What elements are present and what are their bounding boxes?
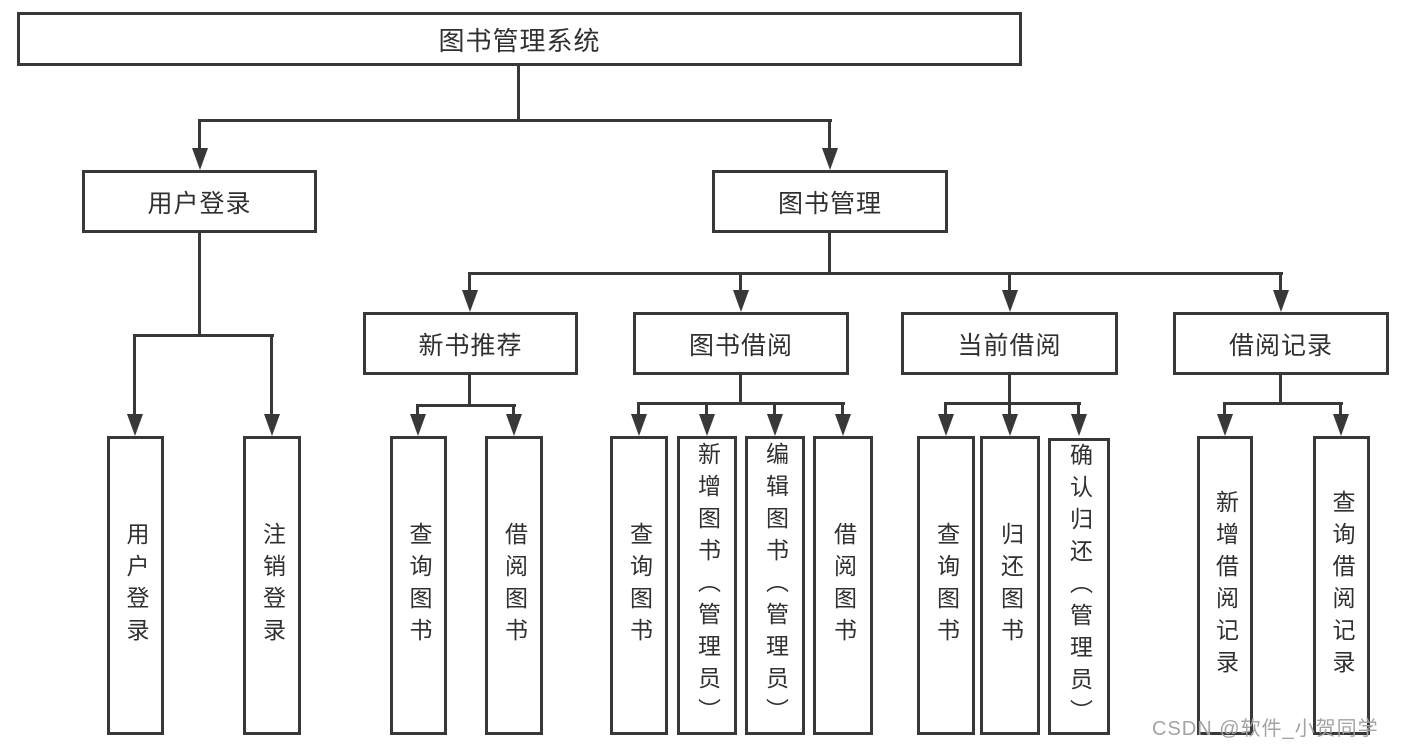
node-user-login: 用户登录	[82, 170, 317, 233]
leaf-label: 查询图书	[406, 521, 432, 650]
connector-line	[416, 404, 516, 407]
arrowhead-icon	[699, 414, 715, 436]
connector-line	[739, 375, 742, 405]
arrowhead-icon	[767, 414, 783, 436]
node-borrow-records: 借阅记录	[1173, 312, 1389, 375]
leaf-label: 借阅图书	[830, 521, 857, 650]
node-book-management: 图书管理	[712, 170, 948, 233]
arrowhead-icon	[410, 414, 426, 436]
connector-line	[468, 272, 471, 292]
leaf-borrow-books-1: 借阅图书	[485, 436, 543, 735]
connector-line	[1223, 402, 1343, 405]
connector-line	[468, 375, 471, 407]
connector-line	[1077, 402, 1080, 416]
leaf-label: 注销登录	[259, 521, 286, 650]
connector-line	[1008, 375, 1011, 405]
connector-line	[739, 272, 742, 292]
arrowhead-icon	[1002, 414, 1018, 436]
connector-line	[1223, 402, 1226, 416]
connector-line	[944, 402, 1081, 405]
leaf-label: 用户登录	[123, 521, 149, 650]
leaf-label: 新增借阅记录	[1212, 489, 1239, 682]
connector-line	[512, 404, 515, 416]
leaf-query-books-2: 查询图书	[610, 436, 668, 735]
arrowhead-icon	[1273, 290, 1289, 312]
leaf-query-books-3: 查询图书	[917, 436, 975, 735]
leaf-label: 新增图书（管理员）	[694, 441, 721, 730]
connector-line	[828, 119, 831, 152]
node-book-borrow: 图书借阅	[633, 312, 849, 375]
leaf-label: 编辑图书（管理员）	[762, 441, 789, 730]
connector-line	[1279, 272, 1282, 292]
connector-line	[841, 402, 844, 416]
node-label: 借阅记录	[1228, 331, 1333, 360]
connector-line	[198, 119, 201, 152]
leaf-label: 归还图书	[997, 521, 1024, 650]
connector-line	[1339, 402, 1342, 416]
connector-line	[944, 402, 947, 416]
leaf-query-books-1: 查询图书	[390, 436, 447, 735]
arrowhead-icon	[192, 148, 208, 170]
node-label: 新书推荐	[418, 331, 523, 360]
connector-line	[198, 119, 832, 122]
connector-line	[133, 334, 274, 337]
node-new-book-recommend: 新书推荐	[363, 312, 578, 375]
node-label: 图书管理系统	[438, 25, 601, 56]
node-label: 图书借阅	[688, 331, 793, 360]
connector-line	[1008, 272, 1011, 292]
connector-line	[517, 66, 520, 122]
arrowhead-icon	[1217, 414, 1233, 436]
node-label: 图书管理	[777, 189, 882, 218]
node-root: 图书管理系统	[17, 12, 1022, 66]
leaf-user-login: 用户登录	[107, 436, 164, 735]
leaf-add-books-admin: 新增图书（管理员）	[677, 436, 737, 735]
connector-line	[1279, 375, 1282, 405]
leaf-add-borrow-record: 新增借阅记录	[1197, 436, 1253, 735]
arrowhead-icon	[264, 414, 280, 436]
connector-line	[133, 334, 136, 416]
leaf-confirm-return-admin: 确认归还（管理员）	[1048, 438, 1110, 735]
arrowhead-icon	[1071, 414, 1087, 436]
leaf-return-books: 归还图书	[980, 436, 1040, 735]
watermark: CSDN @软件_小贺同学	[1152, 718, 1379, 740]
connector-line	[198, 233, 201, 337]
arrowhead-icon	[733, 290, 749, 312]
leaf-label: 查询借阅记录	[1329, 489, 1355, 682]
connector-line	[270, 334, 273, 416]
leaf-label: 查询图书	[933, 521, 960, 650]
leaf-query-borrow-record: 查询借阅记录	[1313, 436, 1370, 735]
leaf-edit-books-admin: 编辑图书（管理员）	[745, 436, 805, 735]
node-label: 当前借阅	[957, 331, 1062, 360]
arrowhead-icon	[835, 414, 851, 436]
connector-line	[637, 402, 640, 416]
connector-line	[773, 402, 776, 416]
leaf-label: 确认归还（管理员）	[1066, 442, 1093, 731]
arrowhead-icon	[938, 414, 954, 436]
arrowhead-icon	[462, 290, 478, 312]
arrowhead-icon	[822, 148, 838, 170]
node-current-borrow: 当前借阅	[901, 312, 1118, 375]
leaf-label: 查询图书	[626, 521, 653, 650]
leaf-borrow-books-2: 借阅图书	[813, 436, 873, 735]
connector-line	[637, 402, 845, 405]
arrowhead-icon	[127, 414, 143, 436]
connector-line	[416, 404, 419, 416]
connector-line	[705, 402, 708, 416]
leaf-logout: 注销登录	[243, 436, 301, 735]
arrowhead-icon	[1002, 290, 1018, 312]
arrowhead-icon	[506, 414, 522, 436]
arrowhead-icon	[1333, 414, 1349, 436]
connector-line	[468, 272, 1283, 275]
connector-line	[1008, 402, 1011, 416]
connector-line	[828, 233, 831, 275]
node-label: 用户登录	[147, 189, 252, 218]
arrowhead-icon	[631, 414, 647, 436]
leaf-label: 借阅图书	[501, 521, 528, 650]
